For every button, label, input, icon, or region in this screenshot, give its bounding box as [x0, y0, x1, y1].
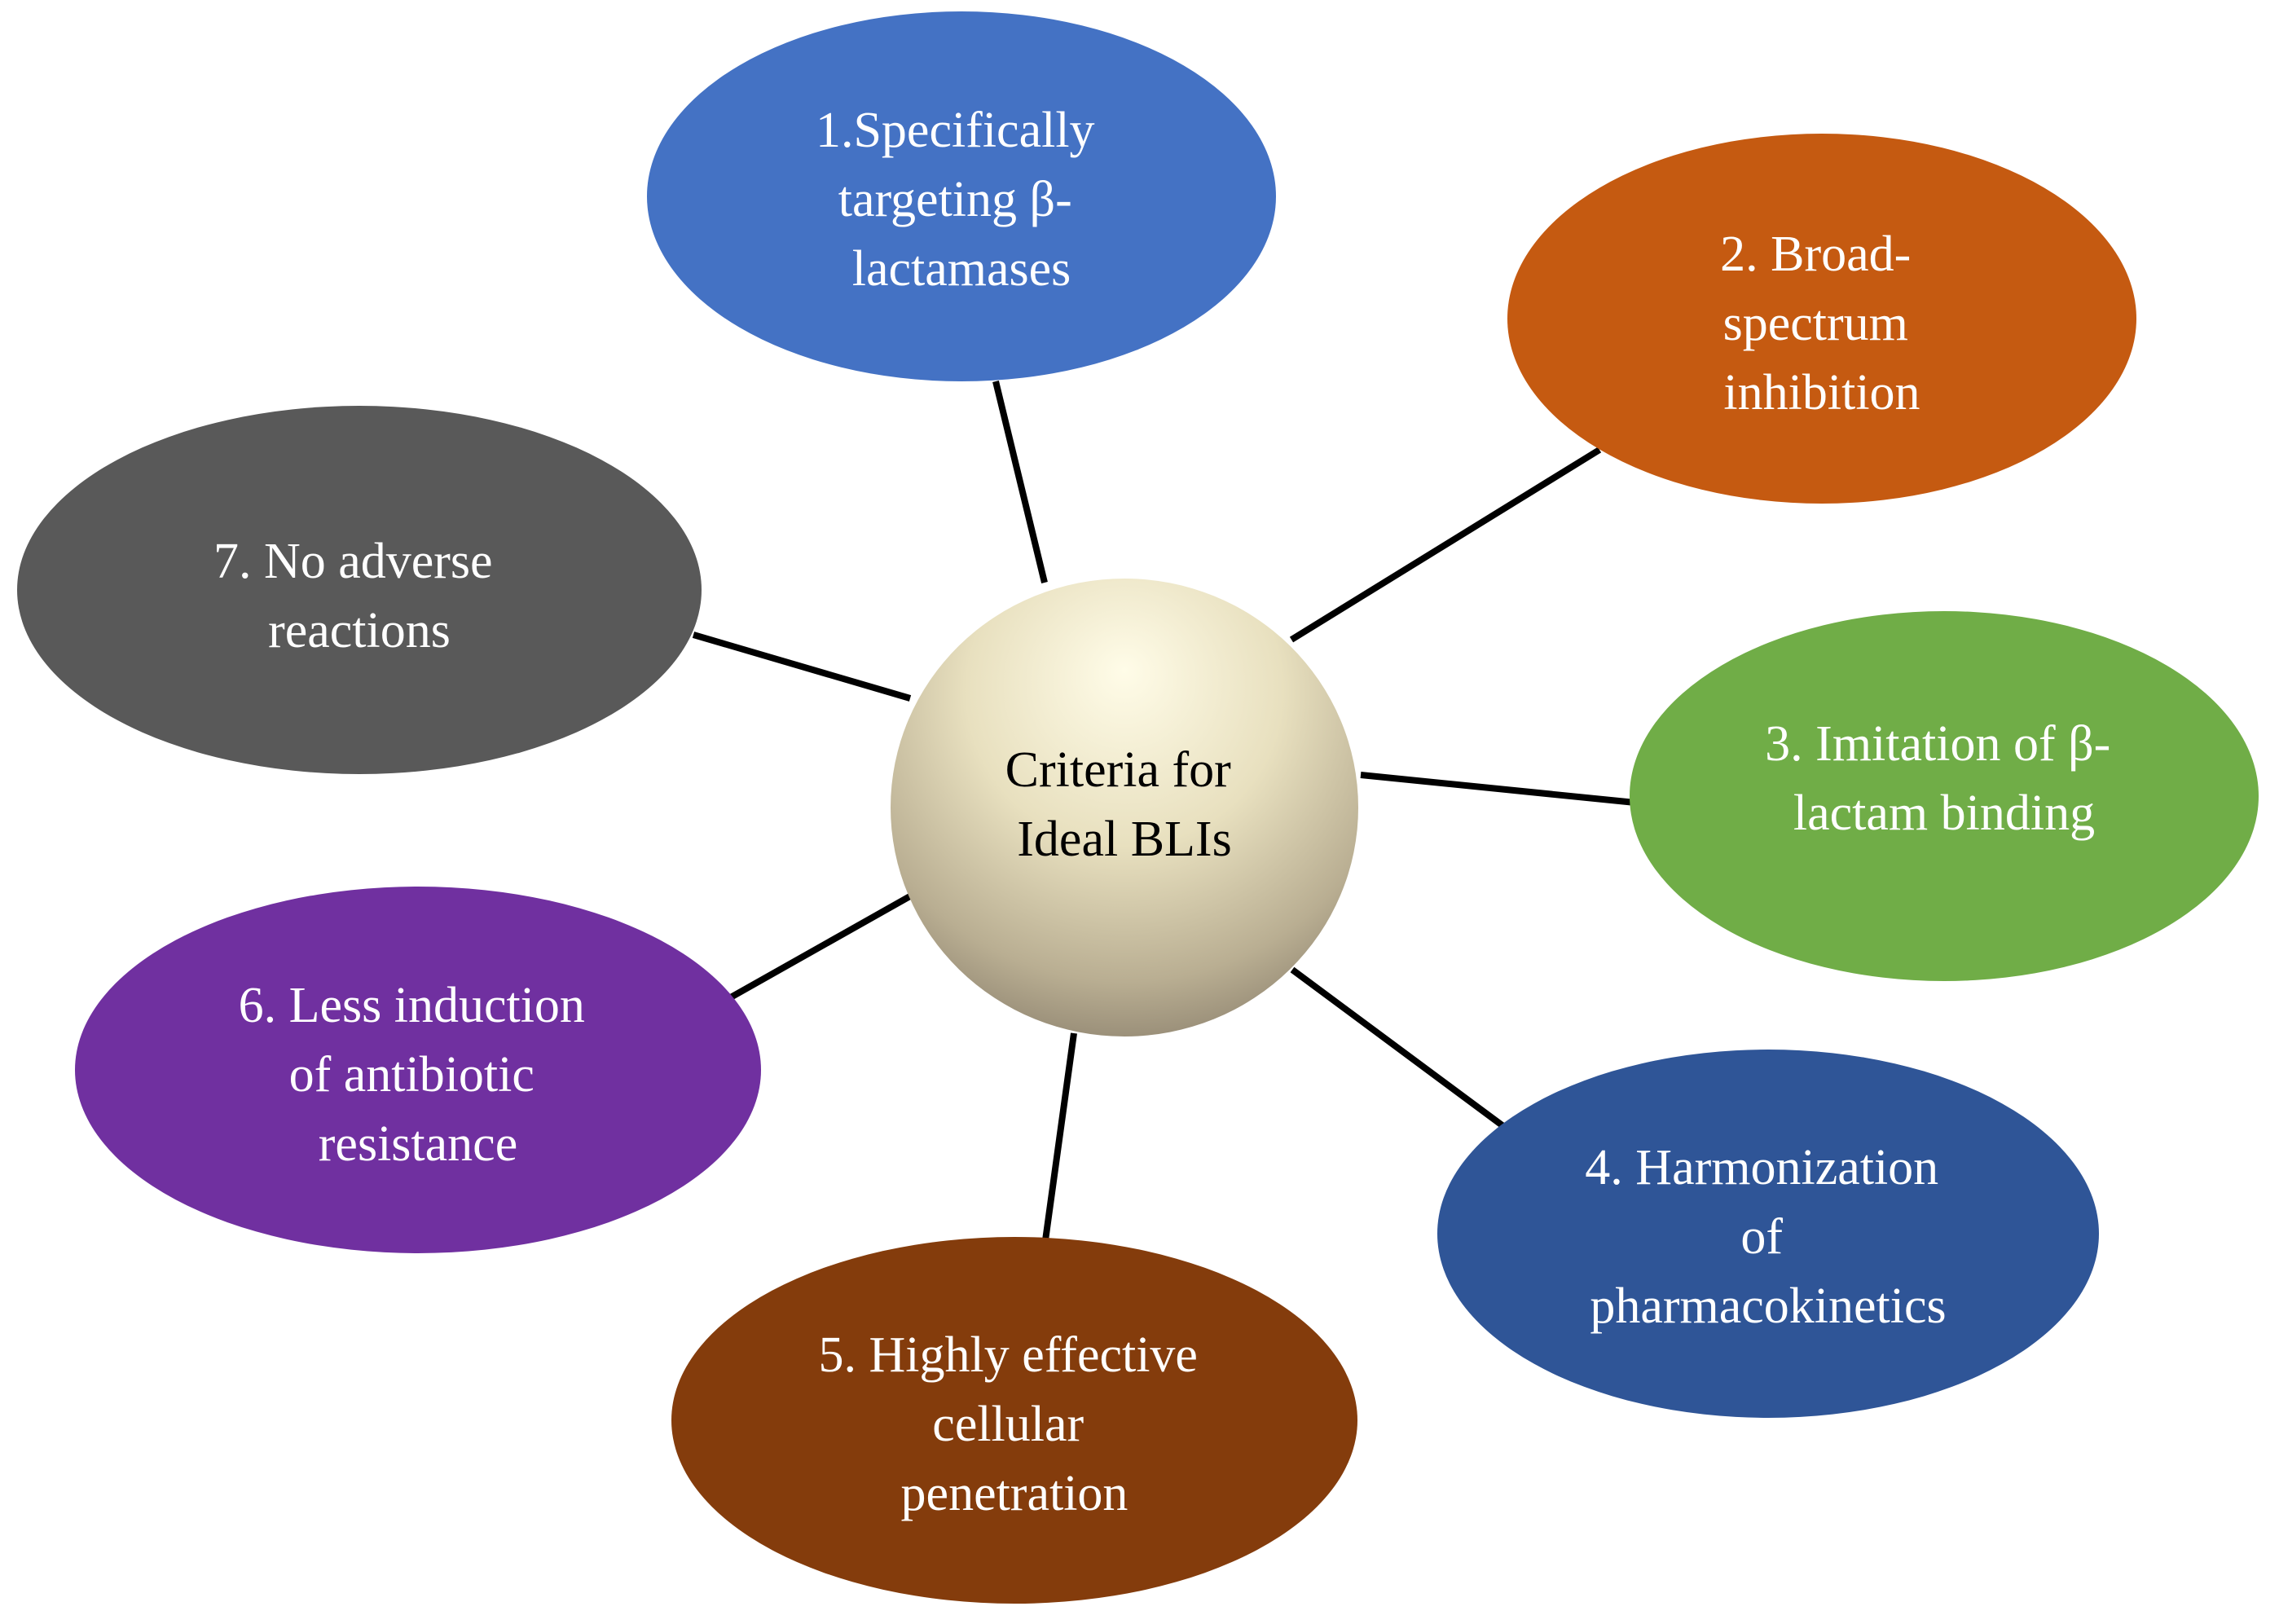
node-2-line-1: 2. Broad- [1720, 227, 1911, 282]
node-4-ellipse [1437, 1050, 2099, 1418]
node-2-ellipse [1507, 134, 2136, 504]
node-6-line-1: 6. Less induction [239, 978, 585, 1033]
node-7-label: 7. No adverse reactions [213, 534, 505, 658]
center-line-1: Criteria for [1005, 742, 1232, 798]
node-2: 2. Broad- spectrum inhibition [1507, 134, 2136, 504]
connectors [692, 381, 1636, 1241]
node-5-ellipse [671, 1237, 1357, 1604]
node-2-line-2: spectrum [1723, 296, 1908, 351]
node-4-line-1: 4. Harmonization [1585, 1140, 1938, 1195]
node-6-label: 6. Less induction of antibiotic resistan… [239, 978, 598, 1172]
node-3: 3. Imitation of β- lactam binding [1630, 611, 2259, 981]
node-4-line-2: of [1740, 1209, 1783, 1265]
center-line-2: Ideal BLIs [1017, 812, 1231, 867]
node-4-label: 4. Harmonization of pharmacokinetics [1585, 1140, 1951, 1334]
node-3-ellipse [1630, 611, 2259, 981]
node-2-label: 2. Broad- spectrum inhibition [1720, 227, 1924, 420]
node-6-line-3: resistance [319, 1116, 517, 1172]
node-7-line-1: 7. No adverse [213, 534, 493, 589]
node-6: 6. Less induction of antibiotic resistan… [75, 887, 761, 1253]
node-3-line-1: 3. Imitation of β- [1765, 716, 2110, 772]
node-1-label: 1.Specifically targeting β- lactamases [816, 103, 1107, 297]
node-5-label: 5. Highly effective cellular penetration [819, 1327, 1211, 1521]
node-2-line-3: inhibition [1723, 365, 1920, 420]
node-5-line-3: penetration [901, 1466, 1129, 1521]
connector-5 [1042, 1032, 1077, 1241]
node-4: 4. Harmonization of pharmacokinetics [1437, 1050, 2099, 1418]
node-6-ellipse [75, 887, 761, 1253]
node-1-line-3: lactamases [852, 241, 1071, 297]
node-5-line-2: cellular [932, 1397, 1084, 1452]
connector-3 [1360, 772, 1636, 806]
node-5: 5. Highly effective cellular penetration [671, 1237, 1357, 1604]
node-3-line-2: lactam binding [1793, 786, 2095, 841]
connector-4 [1290, 966, 1509, 1132]
center-node: Criteria for Ideal BLIs [891, 579, 1358, 1036]
node-1: 1.Specifically targeting β- lactamases [647, 11, 1276, 381]
node-1-line-1: 1.Specifically [816, 103, 1095, 158]
center-label: Criteria for Ideal BLIs [1005, 742, 1244, 867]
node-4-line-3: pharmacokinetics [1590, 1279, 1946, 1334]
node-7-ellipse [17, 406, 702, 774]
node-5-line-1: 5. Highly effective [819, 1327, 1198, 1383]
node-1-ellipse [647, 11, 1276, 381]
connector-2 [1289, 447, 1602, 643]
connector-6 [728, 891, 916, 1001]
connector-7 [692, 632, 912, 702]
node-7-line-2: reactions [268, 603, 451, 658]
node-7: 7. No adverse reactions [17, 406, 702, 774]
center-circle [891, 579, 1358, 1036]
node-6-line-2: of antibiotic [289, 1047, 535, 1102]
connector-1 [992, 381, 1048, 583]
node-1-line-2: targeting β- [838, 172, 1072, 227]
node-3-label: 3. Imitation of β- lactam binding [1765, 716, 2123, 841]
